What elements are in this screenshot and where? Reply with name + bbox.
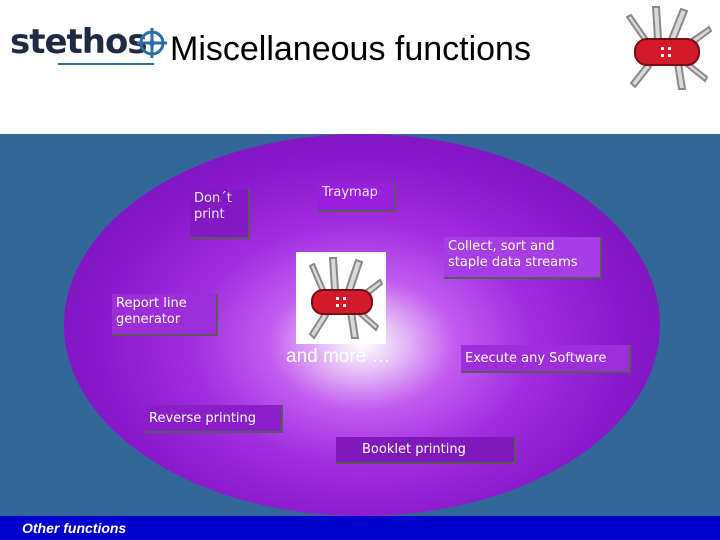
footer-bar: Other functions	[0, 516, 720, 540]
center-knife-image	[296, 252, 386, 344]
function-execute-software: Execute any Software	[461, 345, 631, 373]
swiss-army-knife-icon	[625, 6, 713, 90]
logo-underline	[58, 63, 154, 65]
and-more-caption: and more …	[286, 346, 391, 367]
function-collect-sort-staple: Collect, sort and staple data streams	[444, 237, 602, 279]
function-report-line-generator: Report line generator	[112, 294, 218, 336]
function-traymap: Traymap	[318, 183, 396, 212]
footer-label: Other functions	[22, 520, 127, 536]
function-dont-print: Don´t print	[190, 189, 250, 239]
swiss-army-knife-icon	[308, 257, 384, 340]
page-title: Miscellaneous functions	[170, 30, 531, 68]
function-reverse-printing: Reverse printing	[145, 405, 283, 433]
crosshair-logo-icon	[137, 28, 167, 58]
function-booklet-printing: Booklet printing	[336, 437, 516, 464]
stethos-logo-text: stethos	[10, 22, 148, 62]
slide-header: stethos ® Miscellaneous functions	[0, 0, 720, 134]
registered-mark: ®	[116, 32, 122, 41]
